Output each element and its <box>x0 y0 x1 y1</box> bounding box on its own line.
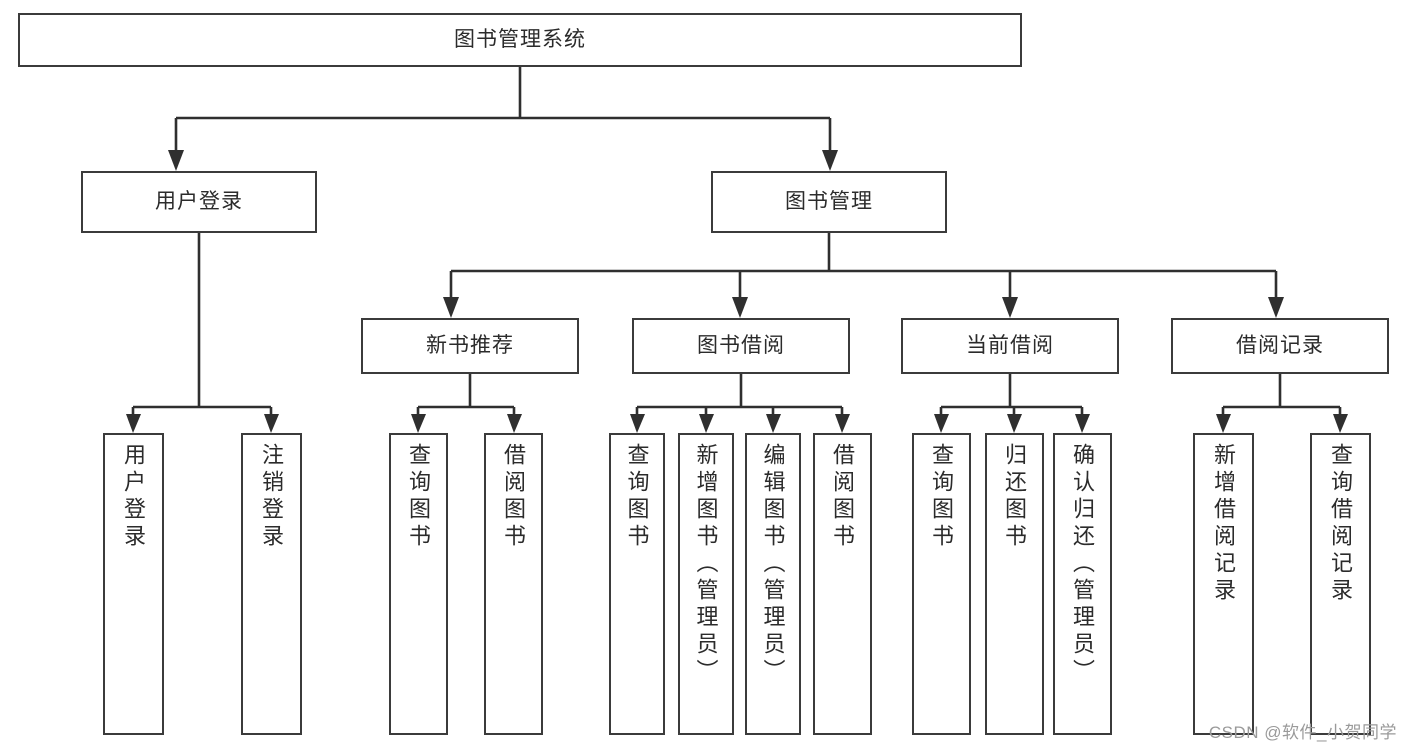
leaf-node[interactable]: 查询图书 <box>912 433 971 735</box>
arrow-head-leaf-12 <box>1216 414 1231 433</box>
leaf-node[interactable]: 编辑图书（管理员） <box>745 433 801 735</box>
arrow-head-leaf-10 <box>1007 414 1022 433</box>
node-book-borrow-label: 图书借阅 <box>697 333 785 357</box>
leaf-node[interactable]: 查询图书 <box>389 433 448 735</box>
leaf-node[interactable]: 查询图书 <box>609 433 665 735</box>
arrow-head-book-manage <box>822 150 838 171</box>
arrow-head-current <box>1002 297 1018 318</box>
arrow-head-leaf-6 <box>699 414 714 433</box>
leaf-node-label: 确认归还（管理员） <box>1070 443 1096 686</box>
leaf-node[interactable]: 归还图书 <box>985 433 1044 735</box>
leaf-node-label: 借阅图书 <box>501 443 527 551</box>
node-new-book-recommend-label: 新书推荐 <box>426 333 514 357</box>
arrow-head-record <box>1268 297 1284 318</box>
arrow-head-leaf-13 <box>1333 414 1348 433</box>
leaf-node-label: 用户登录 <box>121 443 147 551</box>
arrow-head-leaf-7 <box>766 414 781 433</box>
node-new-book-recommend[interactable]: 新书推荐 <box>361 318 579 374</box>
arrow-head-leaf-2 <box>264 414 279 433</box>
leaf-node[interactable]: 借阅图书 <box>484 433 543 735</box>
arrow-head-new-book <box>443 297 459 318</box>
leaf-node-label: 查询图书 <box>624 443 650 551</box>
leaf-node-label: 查询图书 <box>929 443 955 551</box>
csdn-watermark: CSDN @软件_小贺同学 <box>1208 723 1397 742</box>
arrow-head-leaf-9 <box>934 414 949 433</box>
leaf-node[interactable]: 新增图书（管理员） <box>678 433 734 735</box>
leaf-node-label: 查询借阅记录 <box>1328 443 1354 605</box>
node-root[interactable]: 图书管理系统 <box>18 13 1022 67</box>
leaf-node[interactable]: 用户登录 <box>103 433 164 735</box>
leaf-node[interactable]: 新增借阅记录 <box>1193 433 1254 735</box>
node-current-borrow-label: 当前借阅 <box>966 333 1054 357</box>
leaf-node[interactable]: 确认归还（管理员） <box>1053 433 1112 735</box>
node-user-login-label: 用户登录 <box>155 189 243 213</box>
leaf-node[interactable]: 借阅图书 <box>813 433 872 735</box>
node-book-management-label: 图书管理 <box>785 189 873 213</box>
arrow-head-leaf-4 <box>507 414 522 433</box>
leaf-node-label: 新增图书（管理员） <box>693 443 719 686</box>
arrow-head-leaf-3 <box>411 414 426 433</box>
leaf-node-label: 编辑图书（管理员） <box>760 443 786 686</box>
arrow-head-borrow <box>732 297 748 318</box>
leaf-node[interactable]: 注销登录 <box>241 433 302 735</box>
leaf-node-label: 注销登录 <box>259 443 285 551</box>
arrow-head-user-login <box>168 150 184 171</box>
node-user-login[interactable]: 用户登录 <box>81 171 317 233</box>
node-borrow-record-label: 借阅记录 <box>1236 333 1324 357</box>
arrow-head-leaf-5 <box>630 414 645 433</box>
leaf-node-label: 归还图书 <box>1002 443 1028 551</box>
node-book-borrow[interactable]: 图书借阅 <box>632 318 850 374</box>
node-current-borrow[interactable]: 当前借阅 <box>901 318 1119 374</box>
leaf-node-label: 查询图书 <box>406 443 432 551</box>
node-root-label: 图书管理系统 <box>454 27 586 51</box>
leaf-node-label: 借阅图书 <box>830 443 856 551</box>
node-book-management[interactable]: 图书管理 <box>711 171 947 233</box>
leaf-node[interactable]: 查询借阅记录 <box>1310 433 1371 735</box>
leaf-node-label: 新增借阅记录 <box>1211 443 1237 605</box>
arrow-head-leaf-11 <box>1075 414 1090 433</box>
node-borrow-record[interactable]: 借阅记录 <box>1171 318 1389 374</box>
arrow-head-leaf-8 <box>835 414 850 433</box>
arrow-head-leaf-1 <box>126 414 141 433</box>
